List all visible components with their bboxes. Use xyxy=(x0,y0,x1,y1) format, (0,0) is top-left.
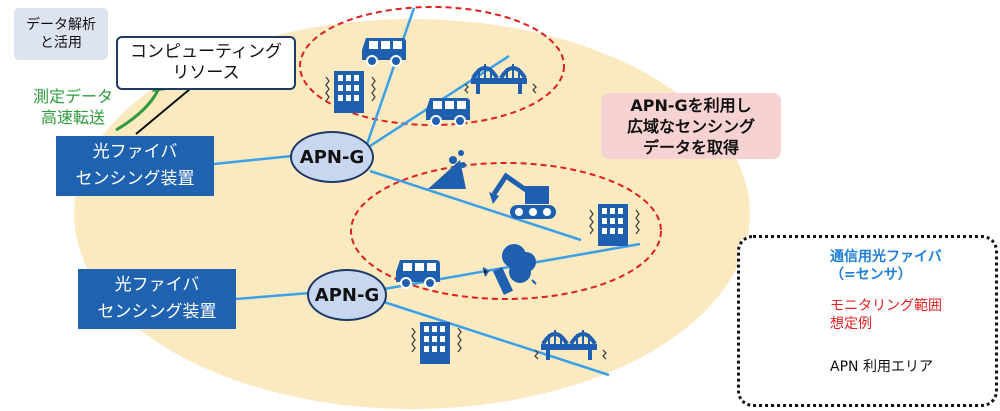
computing-resource-line1: コンピューティング xyxy=(130,42,282,62)
monitoring-range-middle xyxy=(350,162,662,300)
transfer-label-line1: 測定データ xyxy=(32,87,113,106)
legend-range-line2: 想定例 xyxy=(830,316,872,332)
callout-line1: APN-Gを利用し xyxy=(630,95,752,115)
callout-box: APN-Gを利用し 広域なセンシング データを取得 xyxy=(601,93,781,159)
sensing-device-2-line1: 光ファイバ xyxy=(114,275,200,295)
landslide-icon xyxy=(428,150,466,189)
apn-node-1: APN-G xyxy=(290,131,374,183)
analysis-label-line1: データ解析 xyxy=(26,17,96,33)
apn-usage-area xyxy=(74,19,750,409)
apn-node-2: APN-G xyxy=(307,269,387,321)
fallen-tree-icon xyxy=(482,244,537,295)
excavator-icon xyxy=(489,172,556,219)
legend-fiber-label: 通信用光ファイバ （=センサ） xyxy=(830,248,942,284)
computing-resource-line2: リソース xyxy=(172,63,240,83)
analysis-label-line2: と活用 xyxy=(40,35,82,51)
transfer-label-line2: 高速転送 xyxy=(40,108,105,127)
computing-resource-box: コンピューティング リソース xyxy=(116,36,296,90)
legend xyxy=(737,235,998,407)
legend-fiber-line2: （=センサ） xyxy=(830,267,912,283)
transfer-label: 測定データ 高速転送 xyxy=(28,86,118,128)
resource-link xyxy=(135,83,197,135)
callout-line2: 広域なセンシング xyxy=(626,116,755,136)
legend-fiber-line1: 通信用光ファイバ xyxy=(830,249,942,265)
legend-range-line1: モニタリング範囲 xyxy=(830,298,942,314)
sensing-device-1: 光ファイバ センシング装置 xyxy=(56,136,214,196)
callout-line3: データを取得 xyxy=(642,137,739,157)
legend-area-label: APN 利用エリア xyxy=(830,359,933,375)
legend-range-label: モニタリング範囲 想定例 xyxy=(830,297,942,333)
sensing-device-2: 光ファイバ センシング装置 xyxy=(78,269,236,329)
analysis-label: データ解析 と活用 xyxy=(14,8,108,60)
sensing-device-2-line2: センシング装置 xyxy=(97,302,217,322)
sensing-device-1-line1: 光ファイバ xyxy=(92,142,178,162)
sensing-device-1-line2: センシング装置 xyxy=(75,169,195,189)
